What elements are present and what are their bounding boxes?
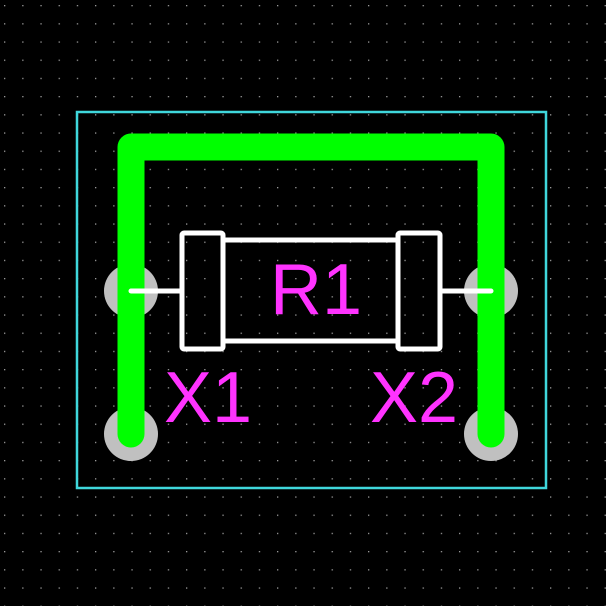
resistor-footprint[interactable] (128, 230, 494, 352)
resistor-body (220, 237, 401, 344)
board-outline[interactable] (75, 110, 548, 490)
pad-label-x2[interactable]: X2 (370, 358, 458, 438)
designator-label[interactable]: R1 (270, 250, 362, 330)
pad-label-x1[interactable]: X1 (164, 358, 252, 438)
